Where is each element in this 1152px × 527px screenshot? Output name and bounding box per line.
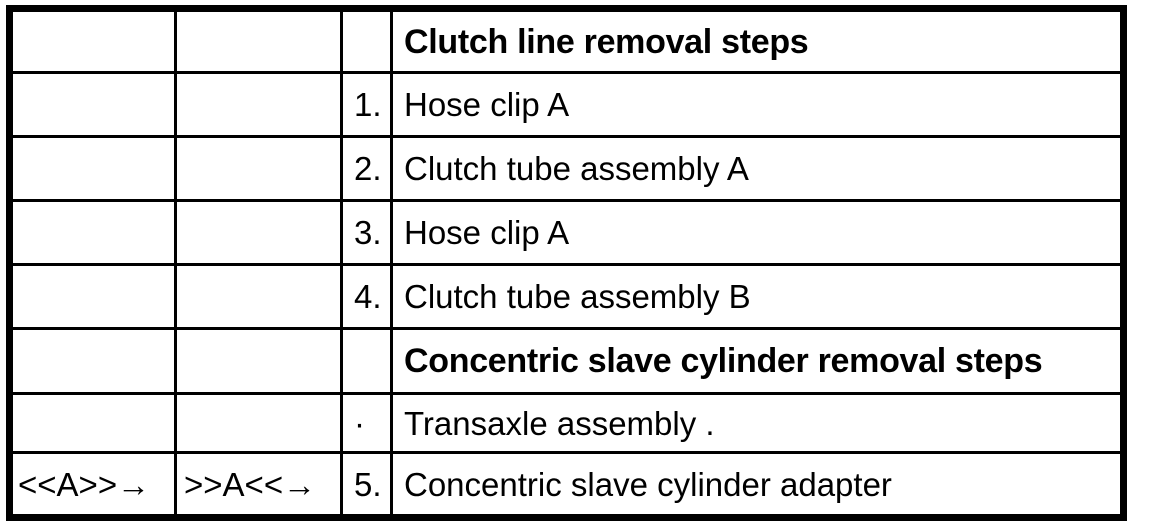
empty-cell <box>177 74 340 135</box>
step-number: 1. <box>343 74 390 135</box>
empty-cell <box>13 395 174 451</box>
marker-right-cell: >>A<<→ <box>177 454 340 514</box>
empty-cell <box>177 202 340 263</box>
empty-cell <box>13 138 174 199</box>
empty-cell <box>13 202 174 263</box>
empty-cell <box>13 330 174 392</box>
empty-cell <box>177 12 340 71</box>
removal-steps-table: Clutch line removal steps 1. Hose clip A… <box>6 5 1127 521</box>
step-number: 2. <box>343 138 390 199</box>
step-number: 5. <box>343 454 390 514</box>
step-number: 4. <box>343 266 390 327</box>
marker-left-cell: <<A>>→ <box>13 454 174 514</box>
clutch-line-section-title: Clutch line removal steps <box>393 12 1120 71</box>
concentric-slave-cylinder-section-title: Concentric slave cylinder removal steps <box>393 330 1120 392</box>
step-description: Clutch tube assembly A <box>393 138 1120 199</box>
empty-cell <box>343 330 390 392</box>
bullet-marker: · <box>343 395 390 451</box>
step-description: Hose clip A <box>393 202 1120 263</box>
empty-cell <box>177 138 340 199</box>
empty-cell <box>343 12 390 71</box>
empty-cell <box>13 266 174 327</box>
empty-cell <box>13 12 174 71</box>
step-number: 3. <box>343 202 390 263</box>
empty-cell <box>177 266 340 327</box>
empty-cell <box>13 74 174 135</box>
step-description: Clutch tube assembly B <box>393 266 1120 327</box>
step-description: Concentric slave cylinder adapter <box>393 454 1120 514</box>
step-description: Hose clip A <box>393 74 1120 135</box>
empty-cell <box>177 330 340 392</box>
empty-cell <box>177 395 340 451</box>
step-description: Transaxle assembly . <box>393 395 1120 451</box>
